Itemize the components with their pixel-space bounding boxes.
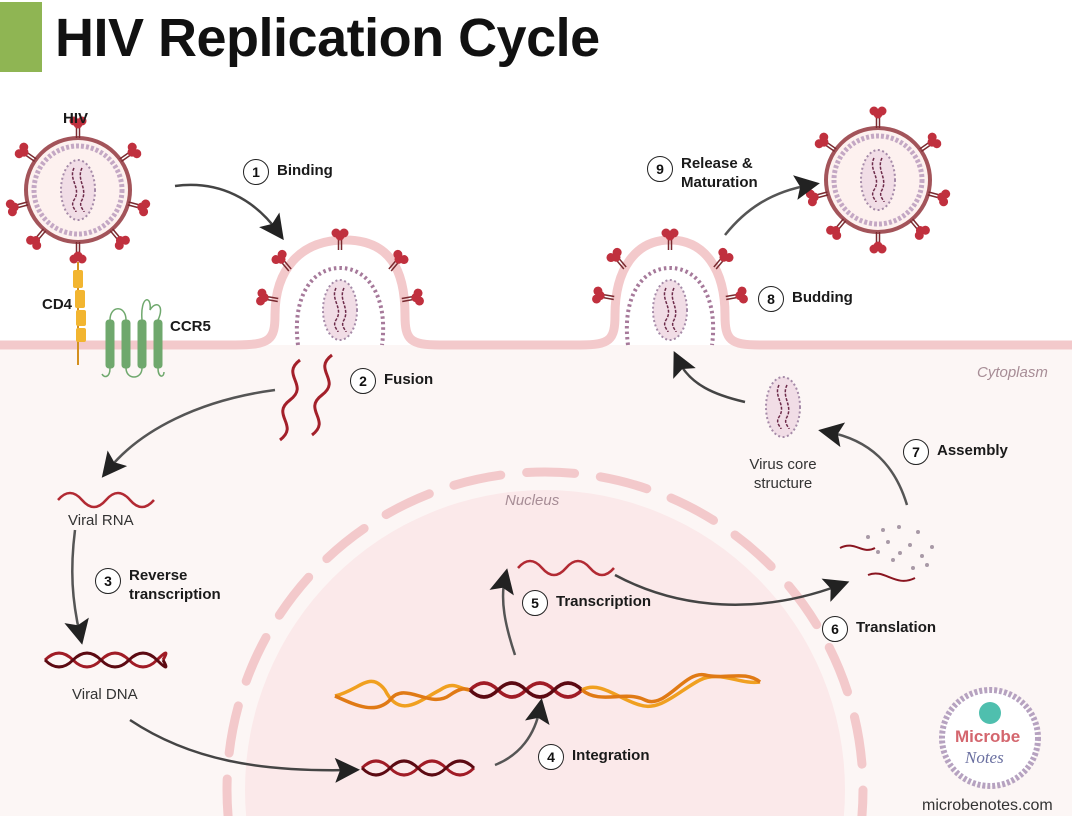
page-title: HIV Replication Cycle	[55, 8, 600, 68]
title-accent-bar	[0, 2, 42, 72]
viral-rna	[57, 491, 155, 509]
arrow-binding	[174, 183, 284, 241]
step-number-badge: 6	[822, 616, 848, 642]
ccr5-receptor	[101, 299, 165, 378]
step-label: Translation	[856, 619, 937, 636]
step-number-badge: 4	[538, 744, 564, 770]
mature-virion	[805, 107, 951, 254]
logo-text-microbe: Microbe	[955, 727, 1021, 746]
step-3-reverse-transcription: 3 Reverse transcription	[95, 564, 221, 604]
integration-dna	[360, 759, 476, 777]
cell-membrane	[0, 235, 1072, 350]
step-label-line2: Maturation	[681, 174, 758, 191]
fusion-rna-1	[279, 358, 301, 442]
arrow-integration	[494, 698, 550, 767]
step-number-badge: 8	[758, 286, 784, 312]
step-label: Transcription	[556, 593, 652, 610]
microbe-notes-logo	[939, 687, 1041, 789]
step-9-release-maturation: 9 Release & Maturation	[647, 152, 758, 192]
step-number-badge: 9	[647, 156, 673, 182]
virus-core-label-line2: structure	[753, 475, 813, 492]
viral-dna-label: Viral DNA	[72, 686, 138, 703]
step-label: Budding	[792, 289, 853, 306]
nuclear-envelope	[222, 467, 868, 816]
arrow-transcription	[489, 568, 517, 656]
website-link[interactable]: microbenotes.com	[922, 797, 1053, 814]
cd4-label: CD4	[42, 296, 73, 313]
step-label-line1: Release &	[681, 155, 753, 172]
hiv-label: HIV	[63, 110, 89, 127]
step-number-badge: 1	[243, 159, 269, 185]
translation-products	[839, 525, 934, 582]
viral-dna	[43, 651, 168, 669]
virus-core-label-line1: Virus core	[749, 456, 817, 473]
arrow-reverse-transcription	[64, 529, 89, 645]
virus-core-structure	[765, 376, 801, 438]
step-label: Binding	[277, 162, 333, 179]
nucleus-label: Nucleus	[505, 492, 560, 509]
step-label-line1: Reverse	[129, 567, 188, 584]
arrow-fusion	[101, 388, 276, 478]
cycle-arrows	[64, 175, 909, 783]
nucleus-region	[245, 490, 845, 816]
step-4-integration: 4 Integration	[538, 744, 650, 770]
arrow-translation	[614, 573, 850, 606]
cd4-receptor	[73, 262, 86, 365]
arrow-assembly	[818, 422, 909, 506]
binding-virion	[254, 227, 426, 346]
step-2-fusion: 2 Fusion	[350, 368, 433, 394]
step-label-line2: transcription	[129, 586, 221, 603]
viral-rna-label: Viral RNA	[68, 512, 134, 529]
step-label: Integration	[572, 747, 650, 764]
fusion-rna-2	[311, 353, 333, 437]
virus-core-label: Virus core structure	[745, 455, 821, 493]
arrow-budding	[673, 350, 746, 404]
step-6-translation: 6 Translation	[822, 616, 936, 642]
step-label: Release & Maturation	[681, 152, 758, 192]
arrow-to-nucleus	[129, 718, 360, 783]
cytoplasm-label: Cytoplasm	[977, 364, 1048, 381]
host-dna	[334, 673, 762, 710]
step-number-badge: 7	[903, 439, 929, 465]
budding-virion	[590, 227, 750, 346]
arrow-release	[724, 175, 820, 236]
step-7-assembly: 7 Assembly	[903, 439, 1008, 465]
step-8-budding: 8 Budding	[758, 286, 853, 312]
ccr5-label: CCR5	[170, 318, 211, 335]
hiv-virion	[5, 117, 151, 264]
step-number-badge: 3	[95, 568, 121, 594]
step-number-badge: 5	[522, 590, 548, 616]
step-label: Assembly	[937, 442, 1008, 459]
step-number-badge: 2	[350, 368, 376, 394]
step-5-transcription: 5 Transcription	[522, 590, 651, 616]
transcribed-rna	[517, 559, 615, 577]
step-1-binding: 1 Binding	[243, 159, 333, 185]
step-label: Fusion	[384, 371, 434, 388]
logo-text-notes: Notes	[965, 748, 1004, 767]
step-label: Reverse transcription	[129, 564, 221, 604]
